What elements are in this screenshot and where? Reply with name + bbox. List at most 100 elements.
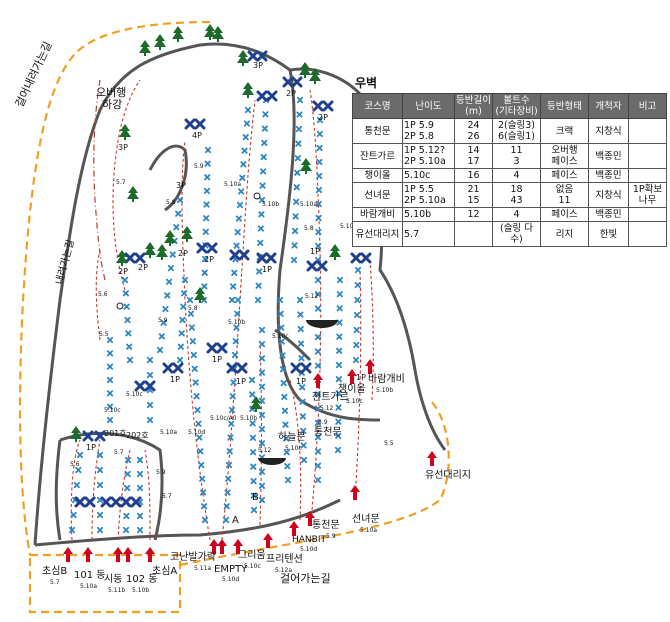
grade-58-b: 5.8	[304, 225, 314, 232]
bolt-icon	[233, 324, 240, 331]
grade-59-b: 5.9	[158, 317, 168, 324]
freetension-label: 프리텐션	[266, 553, 303, 565]
freetension-grade: 5.12a	[275, 567, 292, 574]
bolt-icon	[181, 290, 188, 297]
bolt-icon	[124, 316, 131, 324]
bolt-icon	[336, 347, 343, 354]
jant-grade: 5.12	[320, 405, 334, 412]
bolt-icon	[191, 365, 198, 372]
bolt-icon	[314, 462, 322, 469]
bolt-icon	[176, 196, 184, 204]
pitch-1p-f: 1P	[86, 443, 96, 452]
room-201-label: 201호	[104, 429, 127, 438]
bolt-icon	[146, 371, 154, 379]
bolt-icon	[314, 305, 322, 312]
bolt-icon	[235, 215, 242, 222]
bolt-icon	[243, 120, 250, 127]
pitch-4p: 4P	[192, 131, 202, 140]
bolt-icon	[297, 325, 304, 333]
bolt-icon	[193, 393, 200, 400]
bolt-icon	[258, 341, 266, 348]
baram-label: 바람개비	[368, 372, 405, 385]
pitch-1p-d: 1P	[170, 375, 180, 384]
trail-down2-label: 내려가는길	[52, 238, 76, 286]
bolt-icon	[258, 496, 266, 504]
chaeng-label: 챙이올	[338, 383, 366, 395]
bolt-icon	[192, 379, 199, 386]
bolt-icon	[354, 296, 361, 304]
table-cell-note	[628, 118, 667, 144]
bolt-icon	[121, 276, 129, 284]
chosimA-label: 초심A	[152, 565, 177, 577]
bolt-icon	[225, 475, 232, 482]
pitch-1p-e: 1P	[296, 377, 306, 386]
bolt-icon	[200, 503, 208, 510]
bolt-icon	[236, 201, 244, 209]
bolt-icon	[314, 348, 322, 355]
bolt-icon	[315, 242, 322, 250]
bolt-icon	[231, 269, 238, 276]
bolt-icon	[175, 210, 182, 217]
pitch-1p-b: 1P	[310, 247, 320, 256]
bolt-icon	[258, 426, 266, 433]
bolt-icon	[276, 296, 284, 304]
bolt-icon	[315, 214, 322, 222]
bolt-icon	[258, 326, 266, 334]
chaeng-grade: 5.10c	[346, 398, 363, 405]
grade-59-a: 5.9	[194, 163, 204, 170]
bolt-icon	[297, 311, 304, 318]
pitch-2p-d: 2P	[118, 267, 128, 276]
bolt-icon	[352, 356, 360, 364]
bolt-icon	[250, 506, 258, 514]
table-cell-name: 챙이올	[352, 168, 403, 183]
bolt-icon	[201, 269, 208, 276]
table-cell-grade: 5.7	[402, 221, 455, 247]
bolt-icon	[226, 448, 233, 455]
grade-57-a: 5.7	[116, 179, 126, 186]
bolt-icon	[283, 435, 290, 442]
grade-512-a: 5.12	[305, 293, 319, 300]
point-a-label: A	[232, 515, 239, 526]
table-cell-name: 통천문	[352, 118, 403, 144]
bolt-icon	[70, 511, 77, 519]
bolt-icon	[294, 155, 301, 162]
grade-510c-c: 5.10c	[104, 407, 121, 414]
wall-title: 우벽	[355, 76, 378, 90]
bolt-icon	[165, 278, 173, 285]
bolt-icon	[229, 393, 236, 400]
grade-55-b: 5.5	[384, 440, 394, 447]
bolt-icon	[203, 187, 211, 195]
bolt-icon	[297, 340, 305, 347]
bolt-icon	[202, 228, 209, 235]
bolt-icon	[233, 242, 240, 249]
bolt-icon	[314, 448, 322, 455]
bolt-icon	[75, 466, 82, 474]
table-cell-name: 유선대리지	[352, 221, 403, 247]
bolt-icon	[294, 169, 301, 176]
bolt-icon	[258, 411, 266, 419]
bolt-icon	[224, 489, 231, 496]
bolt-icon	[336, 305, 343, 312]
bolt-icon	[136, 526, 144, 534]
bolt-icon	[292, 213, 299, 220]
bolt-icon	[68, 526, 76, 534]
bolt-icon	[315, 228, 322, 236]
baram-grade: 5.10b	[376, 387, 393, 394]
bolt-icon	[316, 158, 323, 166]
bolt-icon	[261, 125, 268, 132]
bolt-icon	[227, 434, 234, 441]
empty-label: EMPTY	[214, 564, 248, 575]
grade-58-a: 5.8	[166, 199, 176, 206]
bolt-icon	[136, 470, 144, 478]
bolt-icon	[249, 434, 256, 441]
table-cell-pioneer: 백종민	[588, 207, 629, 222]
table-cell-grade: 1P 5.12?2P 5.10a	[402, 143, 455, 169]
column-header: 등반형태	[540, 93, 589, 119]
konan-label: 코난발가락	[170, 551, 216, 563]
bolt-icon	[96, 481, 104, 489]
table-cell-style: 페이스	[540, 207, 589, 222]
